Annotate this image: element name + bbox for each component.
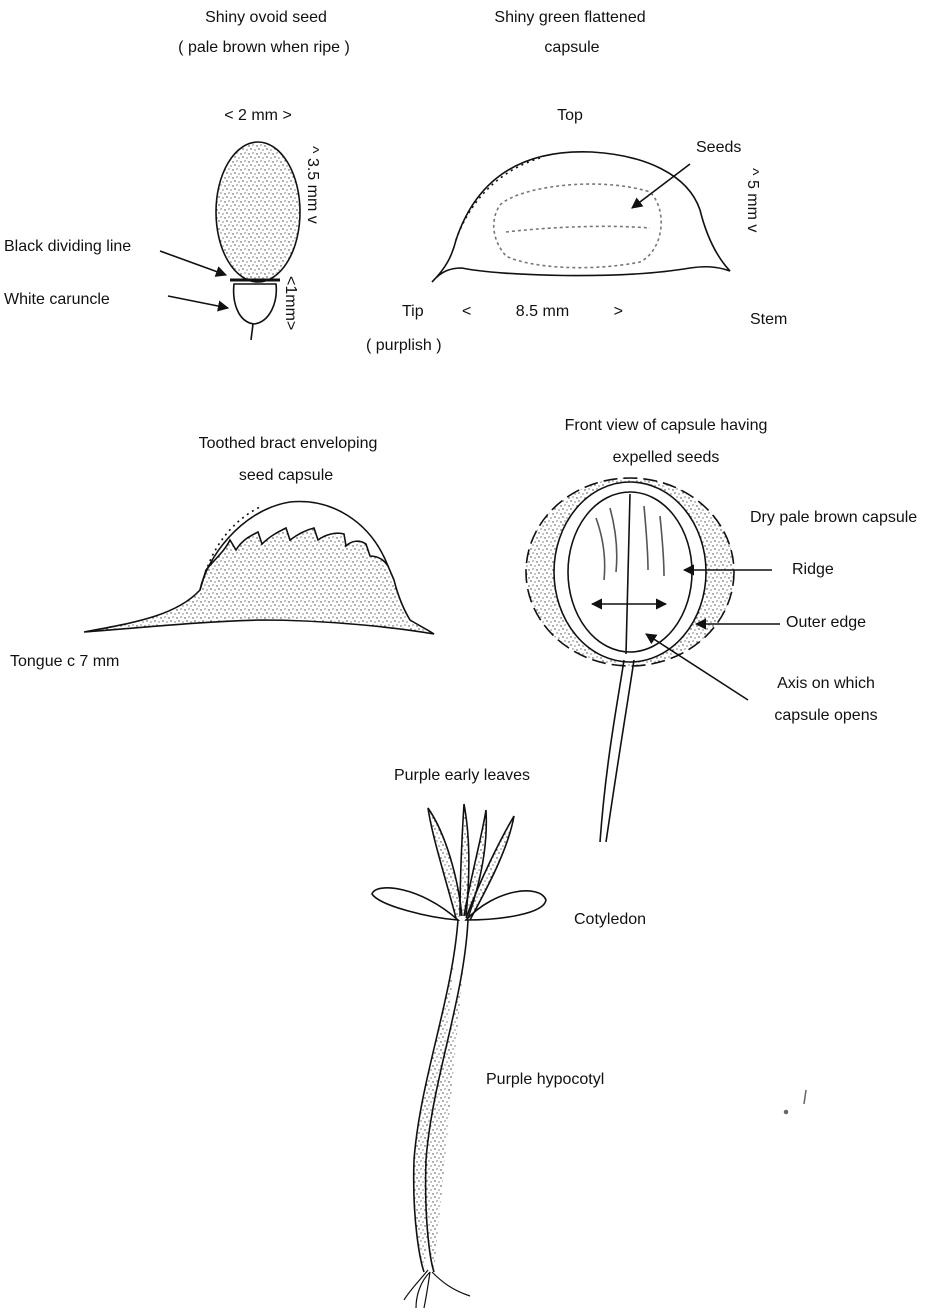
arrow-caruncle xyxy=(168,296,228,308)
front-capsule-drawing xyxy=(526,478,780,842)
capsule-tip-label: Tip xyxy=(402,302,424,322)
black-dividing-line-label: Black dividing line xyxy=(4,237,131,257)
seed-title: Shiny ovoid seed xyxy=(205,8,327,28)
tongue-label: Tongue c 7 mm xyxy=(10,652,119,672)
capsule-length-label: < 8.5 mm > xyxy=(462,302,623,322)
side-capsule-drawing xyxy=(432,152,730,282)
arrow-seeds xyxy=(632,164,690,208)
capsule-seeds-label: Seeds xyxy=(696,138,741,158)
ridge-label: Ridge xyxy=(792,560,834,580)
front-title-line2: expelled seeds xyxy=(613,448,720,468)
dry-capsule-label: Dry pale brown capsule xyxy=(750,508,917,528)
seed-arrows xyxy=(160,251,228,308)
front-stem xyxy=(600,660,634,842)
capsule-height-label: ^ 5 mm v xyxy=(742,168,762,232)
specks xyxy=(785,1090,807,1114)
front-title-line1: Front view of capsule having xyxy=(565,416,768,436)
seed-subtitle: ( pale brown when ripe ) xyxy=(178,38,350,58)
capsule-tip-note: ( purplish ) xyxy=(366,336,442,356)
early-leaves-label: Purple early leaves xyxy=(394,766,530,786)
capsule-stem-label: Stem xyxy=(750,310,787,330)
seed-width-label: < 2 mm > xyxy=(224,106,292,126)
capsule-outline xyxy=(432,152,730,282)
capsule-seeds-outline xyxy=(494,184,661,268)
white-caruncle-shape xyxy=(234,284,277,324)
axis-label-line1: Axis on which xyxy=(777,674,875,694)
seed-body xyxy=(216,142,300,282)
axis-label-line2: capsule opens xyxy=(774,706,877,726)
seed-stalk xyxy=(251,324,253,340)
seedling-drawing xyxy=(372,804,546,1308)
hypocotyl-label: Purple hypocotyl xyxy=(486,1070,604,1090)
caruncle-length-label: <1mm> xyxy=(280,276,300,330)
capsule-title-line2: capsule xyxy=(544,38,599,58)
capsule-seeds-mid xyxy=(506,226,650,232)
arrow-black-line xyxy=(160,251,226,275)
bract-title-line2: seed capsule xyxy=(239,466,333,486)
cotyledon-label: Cotyledon xyxy=(574,910,646,930)
capsule-top-label: Top xyxy=(557,106,583,126)
capsule-dashed-top xyxy=(456,158,540,240)
seed-length-label: ^ 3.5 mm v xyxy=(302,146,322,224)
bract-body xyxy=(84,528,434,634)
cotyledon-left xyxy=(372,888,458,920)
roots xyxy=(404,1270,470,1308)
bract-title-line1: Toothed bract enveloping xyxy=(199,434,378,454)
outer-edge-label: Outer edge xyxy=(786,613,866,633)
white-caruncle-label: White caruncle xyxy=(4,290,110,310)
capsule-title-line1: Shiny green flattened xyxy=(494,8,645,28)
bract-drawing xyxy=(84,502,434,634)
hypocotyl xyxy=(414,920,468,1272)
